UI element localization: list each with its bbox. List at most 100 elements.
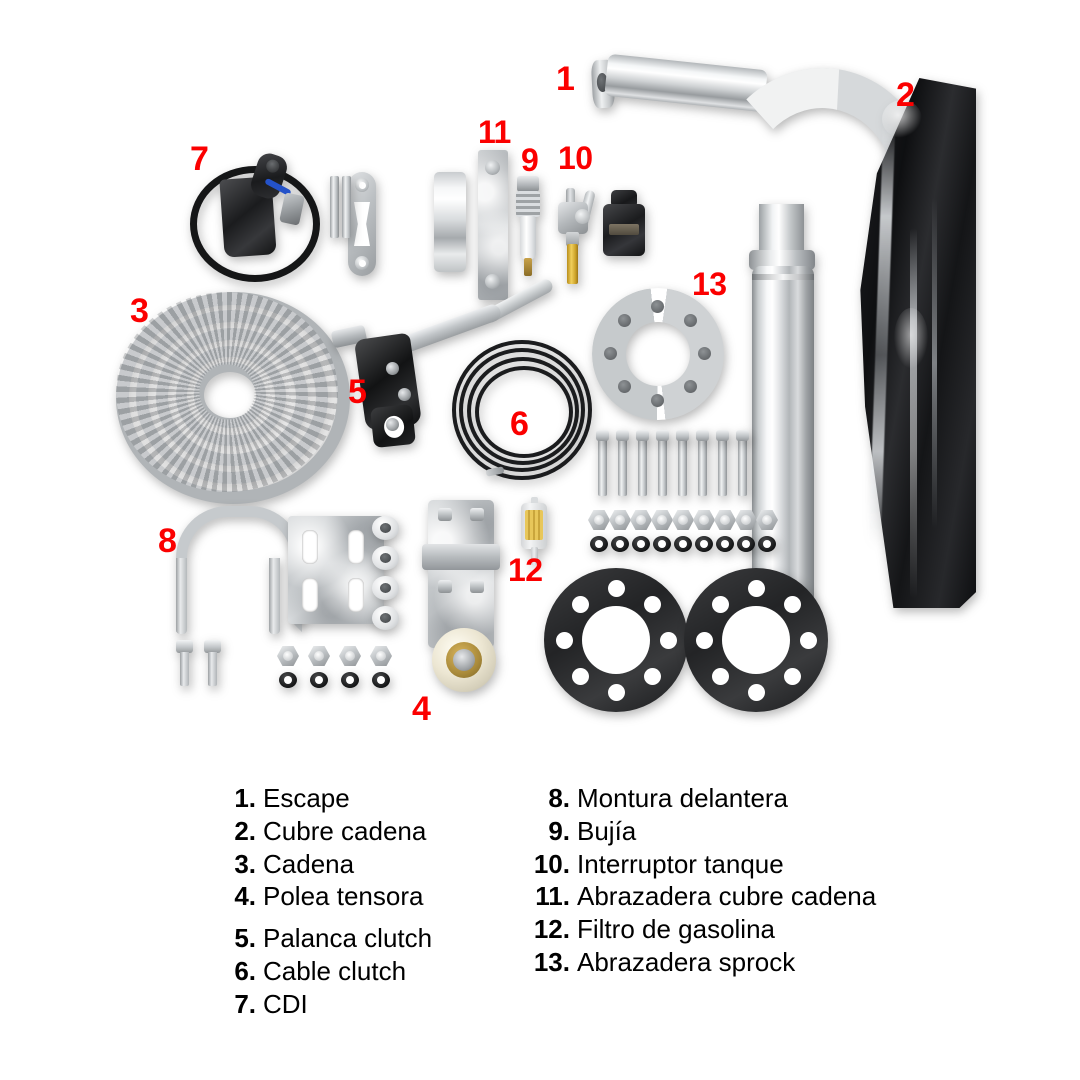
washer-black (737, 536, 755, 552)
legend-item-number: 12. (533, 914, 570, 944)
legend-item-number: 9. (548, 815, 570, 846)
washer-black (716, 536, 734, 552)
legend-item-label: Cable clutch (263, 955, 407, 986)
washer-black (632, 536, 650, 552)
part-cdi (186, 150, 326, 282)
strap-hole-bottom (485, 274, 500, 289)
legend-item-number: 6. (234, 955, 256, 986)
legend-item-number: 10. (533, 848, 570, 879)
callout-2: 2 (896, 76, 915, 114)
part-gasket (684, 568, 828, 712)
tensioner-bearing (446, 642, 482, 678)
washer-black (590, 536, 608, 552)
filter-outlet (531, 547, 538, 565)
lever-screw (398, 388, 411, 401)
washer-black (611, 536, 629, 552)
legend-item: 9.Bujía (524, 815, 876, 848)
nut (693, 510, 715, 530)
legend-item-label: Bujía (577, 815, 637, 846)
washer-black (372, 672, 390, 688)
washer-black (758, 536, 776, 552)
part-u-bolt (176, 506, 302, 634)
spark-plug-ceramic (520, 216, 536, 260)
nut (308, 646, 330, 666)
washer (372, 546, 399, 570)
chain-guard-highlight (932, 198, 937, 528)
part-tensioner-pulley (422, 500, 500, 698)
legend-item: 5.Palanca clutch (222, 922, 432, 955)
legend-item-number: 7. (234, 988, 256, 1019)
dogbone-eye-bottom (355, 256, 369, 270)
bolt-head (656, 430, 669, 441)
legend-item-label: Escape (263, 783, 350, 813)
washer (372, 576, 399, 600)
nut (370, 646, 392, 666)
chain-guard-sheen (882, 100, 922, 138)
boot-top (611, 190, 637, 208)
legend-item: 10.Interruptor tanque (524, 848, 876, 881)
callout-4: 4 (412, 690, 431, 728)
legend-item: 1.Escape (222, 782, 432, 815)
legend-item-number: 2. (234, 815, 256, 846)
tensioner-plate (428, 500, 494, 648)
callout-10: 10 (558, 140, 593, 176)
part-rubber-boot (603, 190, 645, 266)
part-dogbone-bracket (348, 172, 376, 276)
callout-6: 6 (510, 405, 529, 443)
u-bolt-arc (176, 506, 302, 632)
nut (735, 510, 757, 530)
nut (609, 510, 631, 530)
legend-item-number: 5. (234, 923, 256, 953)
chain-guard-sheen (894, 308, 928, 368)
legend-item-label: CDI (263, 988, 308, 1019)
lever-pivot-screw (386, 362, 399, 375)
legend-item-number: 11. (535, 881, 570, 912)
legend-item-label: Filtro de gasolina (577, 914, 775, 944)
legend-item: 7.CDI (222, 988, 432, 1021)
nut (756, 510, 778, 530)
legend-item: 3.Cadena (222, 848, 432, 881)
sprocket-bolt (678, 434, 687, 496)
legend-item: 6.Cable clutch (222, 955, 432, 988)
callout-9: 9 (521, 142, 539, 178)
legend-item-label: Cadena (263, 848, 355, 879)
part-gasket (544, 568, 688, 712)
part-mount-plate (288, 516, 384, 624)
legend-item-number: 1. (234, 783, 256, 813)
washer-black (310, 672, 328, 688)
legend-item: 8.Montura delantera (524, 782, 876, 815)
long-bolt (342, 176, 351, 238)
boot-band (609, 224, 639, 235)
legend-item-label: Interruptor tanque (577, 848, 784, 879)
legend-item-label: Montura delantera (577, 783, 789, 813)
u-bolt-leg (269, 558, 280, 634)
bolt-head (636, 430, 649, 441)
callout-13: 13 (692, 266, 727, 302)
sprocket-bolt (598, 434, 607, 496)
nut (588, 510, 610, 530)
washer-black (279, 672, 297, 688)
washer (372, 606, 399, 630)
sprocket-bolt (698, 434, 707, 496)
callout-3: 3 (130, 292, 149, 330)
washer-black (674, 536, 692, 552)
part-chain-guard (858, 78, 976, 608)
spark-plug-hex (517, 176, 539, 192)
part-clutch-lever (330, 276, 570, 458)
sprocket-bolt (638, 434, 647, 496)
bolt-head (716, 430, 729, 441)
washer-black (653, 536, 671, 552)
long-bolt (330, 176, 339, 238)
filter-element (525, 510, 543, 540)
dogbone-waist (354, 202, 370, 246)
spark-plug-tip (524, 258, 532, 276)
part-chain-guard-clamp (478, 150, 508, 300)
tank-switch-inlet (566, 188, 575, 206)
legend-item-label: Cubre cadena (263, 815, 427, 846)
dogbone-eye-top (355, 178, 369, 192)
hex-bolt (176, 640, 193, 686)
